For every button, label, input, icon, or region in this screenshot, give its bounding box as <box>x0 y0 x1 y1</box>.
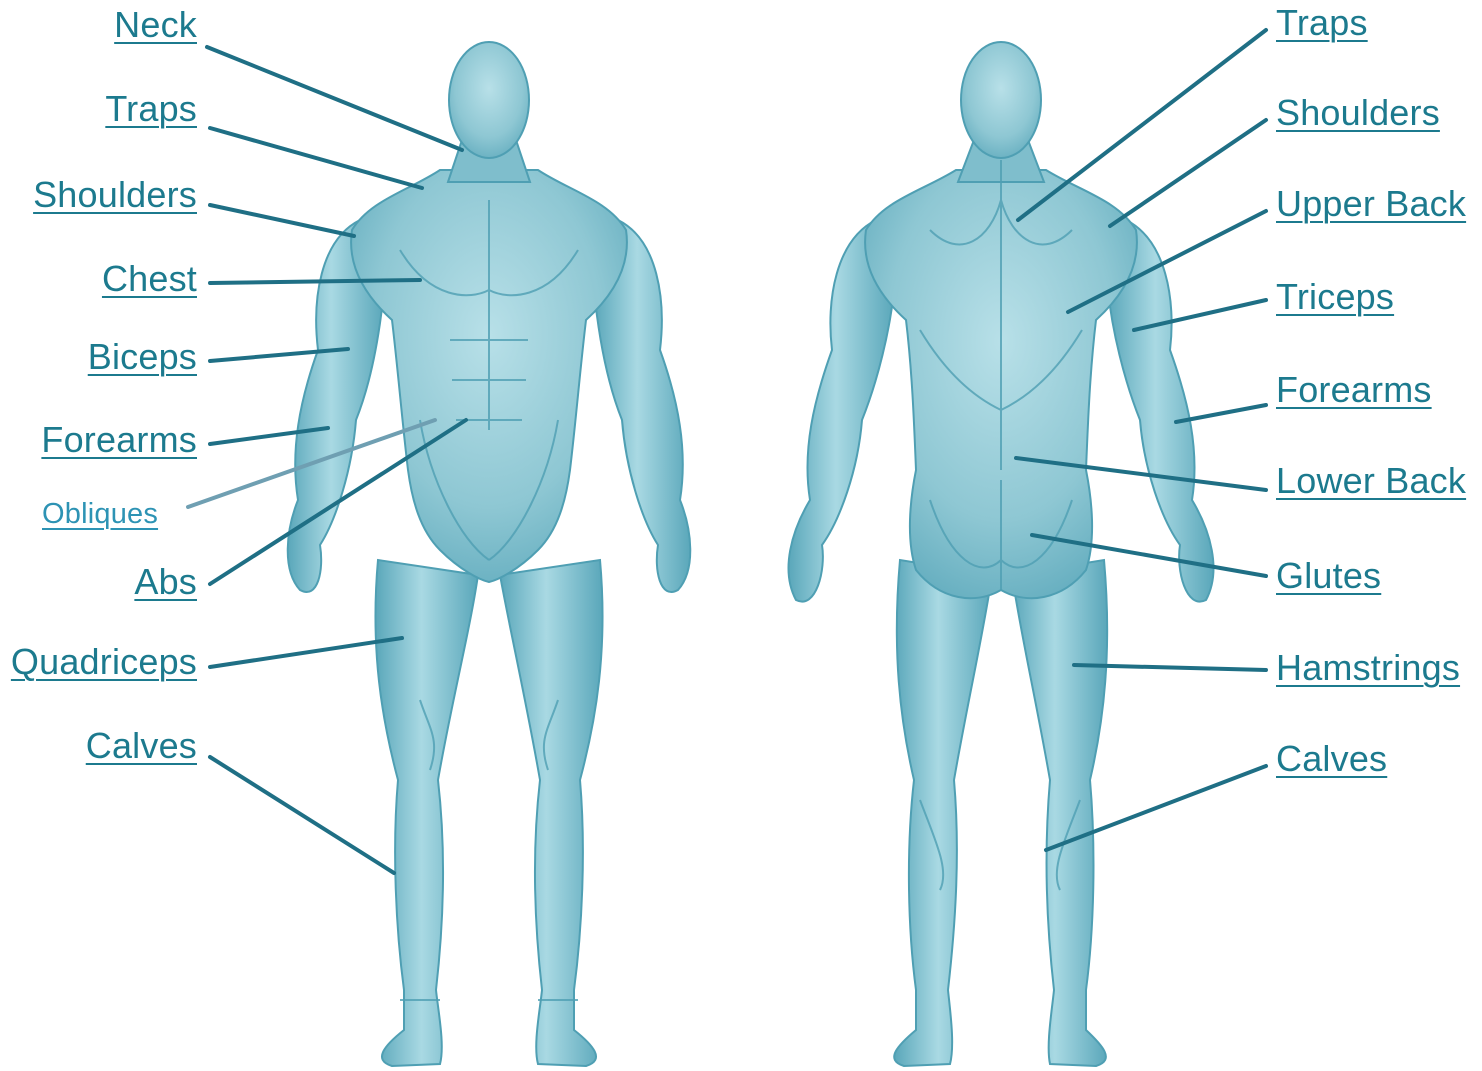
front-label-shoulders[interactable]: Shoulders <box>20 175 197 215</box>
back-label-forearms[interactable]: Forearms <box>1276 370 1432 410</box>
leader-line-calves-front <box>210 757 394 873</box>
front-label-biceps[interactable]: Biceps <box>70 337 197 377</box>
back-label-shoulders[interactable]: Shoulders <box>1276 93 1440 133</box>
back-right-leg <box>1012 560 1107 1066</box>
front-label-forearms[interactable]: Forearms <box>30 420 197 460</box>
back-left-leg <box>894 560 992 1066</box>
leader-line-traps <box>210 128 422 188</box>
back-label-lower-back[interactable]: Lower Back <box>1276 461 1466 501</box>
front-right-leg <box>500 560 603 1066</box>
front-label-obliques[interactable]: Obliques <box>42 494 158 534</box>
front-label-neck[interactable]: Neck <box>100 5 197 45</box>
front-left-leg <box>375 560 478 1066</box>
leader-line-traps-back <box>1018 30 1266 220</box>
back-label-triceps[interactable]: Triceps <box>1276 277 1394 317</box>
front-head <box>449 42 529 158</box>
back-label-calves[interactable]: Calves <box>1276 739 1387 779</box>
front-label-abs[interactable]: Abs <box>100 562 197 602</box>
leader-line-shoulders-back <box>1110 120 1266 226</box>
leader-line-quadriceps <box>210 638 402 667</box>
back-label-traps[interactable]: Traps <box>1276 3 1368 43</box>
leader-lines <box>207 30 1266 873</box>
front-label-traps[interactable]: Traps <box>90 89 197 129</box>
front-label-chest[interactable]: Chest <box>80 259 197 299</box>
back-label-hamstrings[interactable]: Hamstrings <box>1276 648 1460 688</box>
back-head <box>961 42 1041 158</box>
leader-line-shoulders <box>210 205 354 236</box>
back-label-upper-back[interactable]: Upper Back <box>1276 184 1466 224</box>
front-body-figure <box>288 42 691 1066</box>
back-label-glutes[interactable]: Glutes <box>1276 556 1381 596</box>
leader-line-neck <box>207 47 462 150</box>
front-label-calves[interactable]: Calves <box>70 726 197 766</box>
front-label-quadriceps[interactable]: Quadriceps <box>8 642 197 682</box>
